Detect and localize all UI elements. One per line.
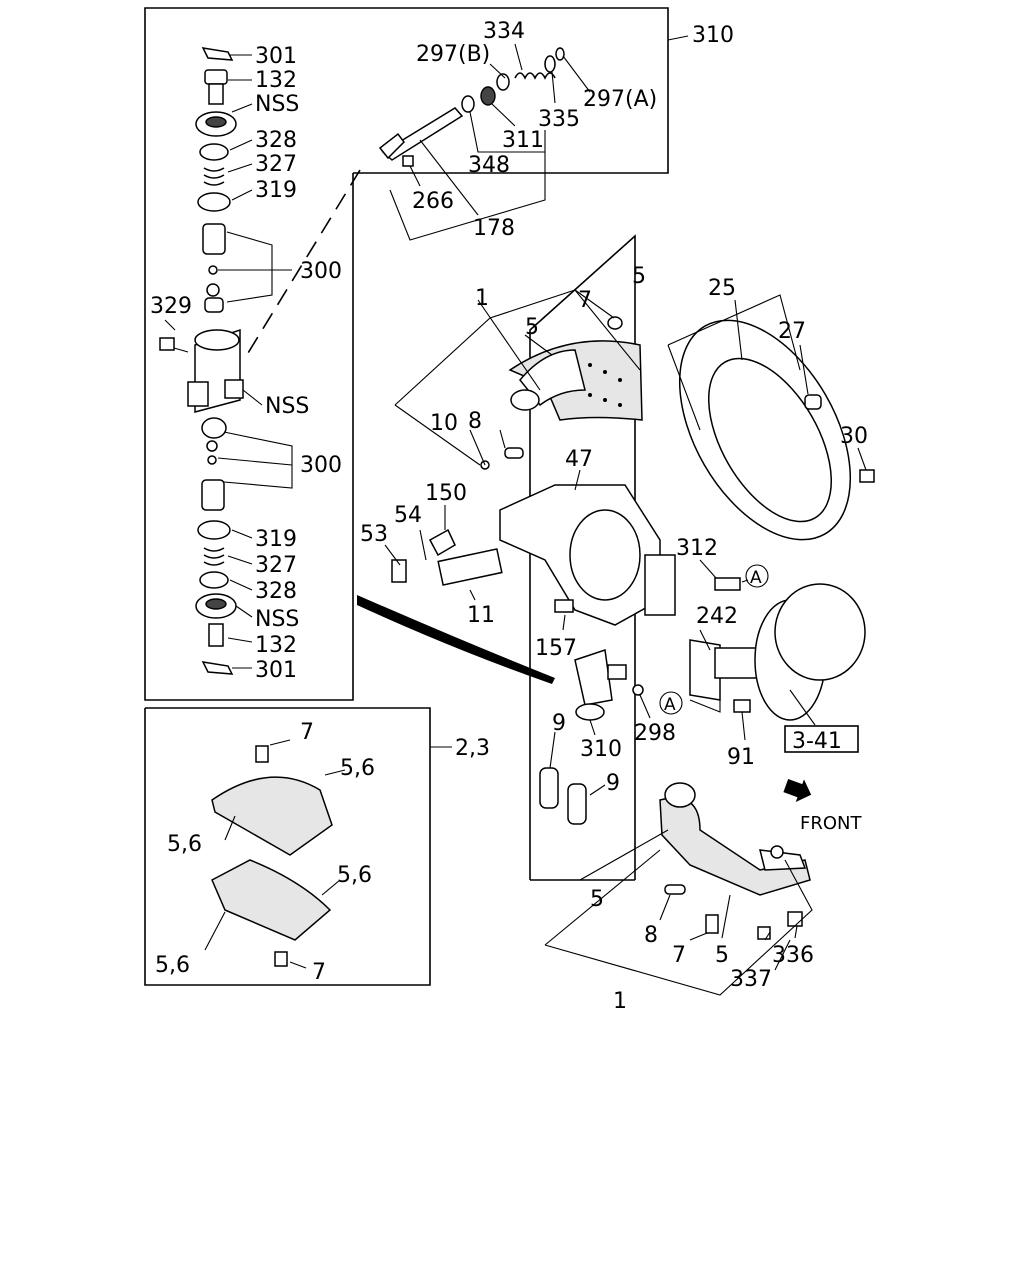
reference-3-41-box [784,725,859,753]
label-25: 25 [708,276,736,301]
label-5-6-b: 5,6 [167,832,202,857]
front-direction-arrow-icon [783,778,812,802]
label-336: 336 [772,943,814,968]
label-5-mid: 5 [525,315,539,340]
label-310-top: 310 [692,23,734,48]
label-319-top: 319 [255,178,297,203]
label-319-bottom: 319 [255,527,297,552]
label-27: 27 [778,319,806,344]
label-front: FRONT [800,813,862,834]
label-53: 53 [360,522,388,547]
label-298: 298 [634,721,676,746]
label-8-top: 8 [468,409,482,434]
label-5-lower-right: 5 [715,943,729,968]
label-11: 11 [467,603,495,628]
label-301-bottom: 301 [255,658,297,683]
callout-labels: 301 132 NSS 328 327 319 300 329 NSS 300 … [150,19,868,1014]
label-8-lower: 8 [644,923,658,948]
label-300-top: 300 [300,259,342,284]
label-3-41: 3-41 [792,729,842,754]
label-a-lower: A [664,695,676,715]
label-5-lower: 5 [590,887,604,912]
connection-band [357,595,555,684]
label-7-lower: 7 [672,943,686,968]
label-5-6-c: 5,6 [337,863,372,888]
label-150: 150 [425,481,467,506]
label-328-bottom: 328 [255,579,297,604]
label-242: 242 [696,604,738,629]
label-178: 178 [473,216,515,241]
label-266: 266 [412,189,454,214]
label-47: 47 [565,447,593,472]
left-leaders [164,54,361,669]
label-297a: 297(A) [583,87,657,112]
label-1-lower: 1 [613,989,627,1014]
label-5-top: 5 [632,264,646,289]
label-301-top: 301 [255,44,297,69]
label-157: 157 [535,636,577,661]
label-335: 335 [538,107,580,132]
label-348: 348 [468,153,510,178]
label-310-bottom: 310 [580,737,622,762]
label-132-bottom: 132 [255,633,297,658]
label-300-bottom: 300 [300,453,342,478]
return-springs [539,731,606,825]
label-327-bottom: 327 [255,553,297,578]
label-297b: 297(B) [416,42,490,67]
anchor-plate [384,469,749,631]
dust-shield [667,294,875,541]
label-7-kit-top: 7 [300,720,314,745]
label-a-upper: A [750,568,762,588]
label-7-kit-bottom: 7 [312,960,326,985]
label-91: 91 [727,745,755,770]
label-311: 311 [502,128,544,153]
label-9-lower: 9 [606,771,620,796]
wheel-cylinder [574,649,651,736]
label-5-6-d: 5,6 [155,953,190,978]
lower-brake-shoe [544,782,813,996]
wheel-cylinder-stack [159,47,244,675]
label-327-top: 327 [255,152,297,177]
label-nss-top: NSS [255,92,299,117]
brake-chamber [689,583,866,741]
label-7-top: 7 [578,288,592,313]
label-334: 334 [483,19,525,44]
circled-letter-icon: A [659,691,683,715]
label-2-3: 2,3 [455,736,490,761]
label-337: 337 [730,967,772,992]
label-54: 54 [394,503,422,528]
frame-boxes [144,7,669,986]
label-132-top: 132 [255,68,297,93]
upper-brake-shoe [394,289,643,470]
label-nss-bottom: NSS [255,607,299,632]
label-328-top: 328 [255,128,297,153]
label-1-top: 1 [475,286,489,311]
circled-letter-icon: A [745,564,769,588]
label-5-6-a: 5,6 [340,756,375,781]
label-nss-mid: NSS [265,394,309,419]
label-9-upper: 9 [552,711,566,736]
label-312: 312 [676,536,718,561]
lining-kit [204,739,452,969]
label-30: 30 [840,424,868,449]
adjuster-assembly [378,35,689,241]
label-329: 329 [150,294,192,319]
label-10: 10 [430,411,458,436]
